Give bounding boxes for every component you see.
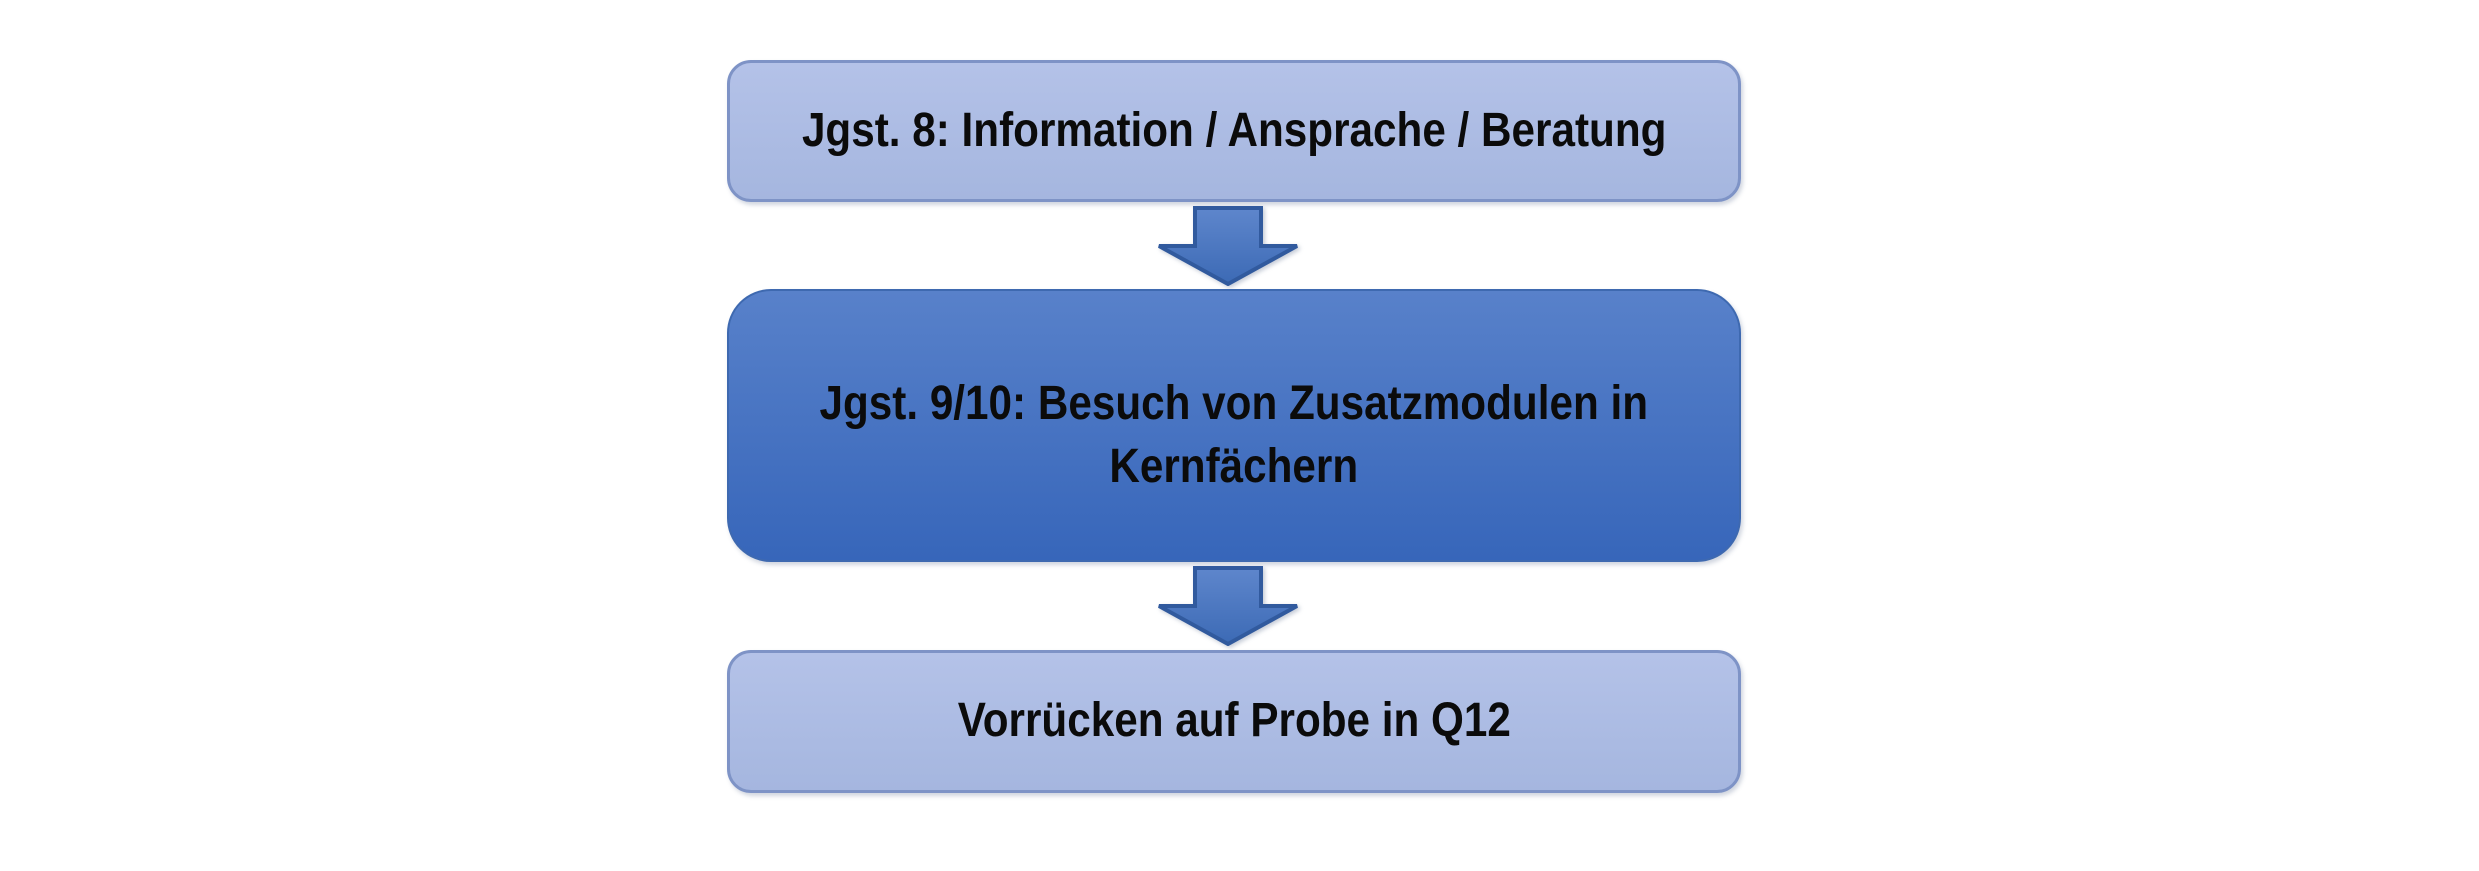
flow-step-jgst-9-10-label: Jgst. 9/10: Besuch von Zusatzmodulen in … (820, 373, 1649, 498)
down-arrow-shape (1158, 566, 1298, 646)
flow-step-jgst-8: Jgst. 8: Information / Ansprache / Berat… (727, 60, 1741, 202)
flow-step-jgst-9-10: Jgst. 9/10: Besuch von Zusatzmodulen in … (727, 289, 1741, 562)
down-arrow-icon (1158, 206, 1298, 286)
flow-step-vorruecken-q12: Vorrücken auf Probe in Q12 (727, 650, 1741, 793)
flow-step-jgst-9-10-label-line1: Jgst. 9/10: Besuch von Zusatzmodulen in (819, 377, 1649, 431)
down-arrow-shape (1158, 206, 1298, 286)
flow-step-jgst-8-label-text: Jgst. 8: Information / Ansprache / Berat… (801, 103, 1667, 157)
flow-step-jgst-9-10-label-line2: Kernfächern (1109, 439, 1359, 493)
flow-step-vorruecken-q12-label-text: Vorrücken auf Probe in Q12 (957, 694, 1511, 748)
down-arrow-icon (1158, 566, 1298, 646)
flow-step-jgst-8-label: Jgst. 8: Information / Ansprache / Berat… (802, 100, 1666, 162)
flow-step-vorruecken-q12-label: Vorrücken auf Probe in Q12 (957, 690, 1510, 752)
